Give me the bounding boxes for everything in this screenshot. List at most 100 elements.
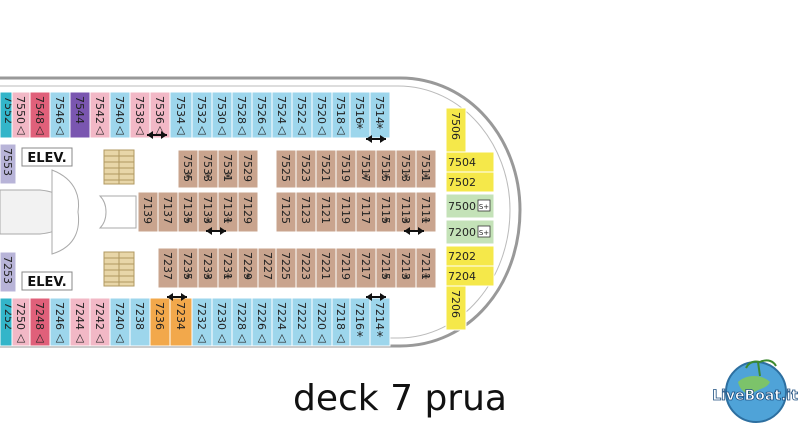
cabin-7536[interactable]: 7536△ [149,91,171,139]
cabin-7528[interactable]: 7528△ [231,91,253,139]
cabin-7115[interactable]: 7115* [375,191,397,233]
cabin-7244[interactable]: 7244△ [69,297,91,347]
cabin-7224[interactable]: 7224△ [271,297,293,347]
cabin-7232[interactable]: 7232△ [191,297,213,347]
cabin-number: 7240 [113,302,126,330]
cabin-7204[interactable]: 7204 [445,265,495,287]
cabin-7228[interactable]: 7228△ [231,297,253,347]
cabin-7137[interactable]: 7137 [157,191,179,233]
cabin-7211[interactable]: 7211* [415,247,437,289]
cabin-7520[interactable]: 7520△ [311,91,333,139]
cabin-7129[interactable]: 7129 [237,191,259,233]
cabin-7526[interactable]: 7526△ [251,91,273,139]
cabin-7540[interactable]: 7540△ [109,91,131,139]
cabin-7222[interactable]: 7222△ [291,297,313,347]
cabin-7111[interactable]: 7111* [415,191,437,233]
cabin-7234[interactable]: 7234 [169,297,193,347]
cabin-7530[interactable]: 7530△ [211,91,233,139]
cabin-7546[interactable]: 7546△ [49,91,71,139]
cabin-7230[interactable]: 7230△ [211,297,233,347]
cabin-7514[interactable]: 7514* [369,91,391,139]
cabin-number: 7531 [221,154,234,182]
cabin-7117[interactable]: 7117 [355,191,377,233]
cabin-7511[interactable]: 7511* [415,149,437,189]
cabin-7529[interactable]: 7529 [237,149,259,189]
cabin-7123[interactable]: 7123 [295,191,317,233]
cabin-7506[interactable]: 7506 [445,107,467,153]
cabin-7229[interactable]: 7229* [237,247,259,289]
triangle-marker: △ [116,331,125,344]
cabin-7250[interactable]: 7250△ [11,297,31,347]
cabin-7517[interactable]: 7517* [355,149,377,189]
cabin-number: 7515 [379,154,392,182]
cabin-7215[interactable]: 7215* [375,247,397,289]
cabin-7513[interactable]: 7513* [395,149,417,189]
cabin-7216[interactable]: 7216* [349,297,371,347]
cabin-7523[interactable]: 7523 [295,149,317,189]
cabin-7242[interactable]: 7242△ [89,297,111,347]
cabin-7518[interactable]: 7518△ [331,91,351,139]
cabin-7516[interactable]: 7516* [349,91,371,139]
cabin-7133[interactable]: 7133* [197,191,219,233]
cabin-7113[interactable]: 7113* [395,191,417,233]
cabin-7213[interactable]: 7213* [395,247,417,289]
cabin-7553[interactable]: 7553 [0,143,17,185]
cabin-7522[interactable]: 7522△ [291,91,313,139]
triangle-marker: △ [278,123,287,136]
cabin-7235[interactable]: 7235* [177,247,199,289]
cabin-7248[interactable]: 7248△ [29,297,51,347]
cabin-7121[interactable]: 7121 [315,191,337,233]
cabin-7119[interactable]: 7119 [335,191,357,233]
cabin-7504[interactable]: 7504 [445,151,495,173]
cabin-7231[interactable]: 7231* [217,247,239,289]
cabin-7236[interactable]: 7236 [149,297,171,347]
cabin-7524[interactable]: 7524△ [271,91,293,139]
cabin-7202[interactable]: 7202 [445,245,495,267]
cabin-7217[interactable]: 7217 [355,247,377,289]
cabin-7531[interactable]: 7531* [217,149,239,189]
cabin-7131[interactable]: 7131* [217,191,239,233]
cabin-7219[interactable]: 7219 [335,247,357,289]
cabin-7534[interactable]: 7534△ [169,91,193,139]
cabin-7246[interactable]: 7246△ [49,297,71,347]
cabin-7223[interactable]: 7223 [295,247,317,289]
accessible-marker: * [185,172,192,187]
cabin-7221[interactable]: 7221 [315,247,337,289]
cabin-7521[interactable]: 7521 [315,149,337,189]
cabin-7240[interactable]: 7240△ [109,297,131,347]
cabin-7538[interactable]: 7538△ [129,91,151,139]
cabin-7237[interactable]: 7237 [157,247,179,289]
connecting-door-arrows [147,131,424,301]
cabin-7253[interactable]: 7253 [0,251,17,293]
cabin-7515[interactable]: 7515* [375,149,397,189]
cabin-7532[interactable]: 7532△ [191,91,213,139]
cabin-7125[interactable]: 7125 [275,191,297,233]
cabin-7533[interactable]: 7533* [197,149,219,189]
cabin-7542[interactable]: 7542△ [89,91,111,139]
cabin-7525[interactable]: 7525 [275,149,297,189]
cabin-7548[interactable]: 7548△ [29,91,51,139]
cabin-7238[interactable]: 7238 [129,297,151,347]
connecting-arrow [404,227,424,235]
cabin-7218[interactable]: 7218△ [331,297,351,347]
cabin-7502[interactable]: 7502 [445,171,495,193]
cabin-7214[interactable]: 7214* [369,297,391,347]
cabin-7550[interactable]: 7550△ [11,91,31,139]
cabin-7233[interactable]: 7233* [197,247,219,289]
cabin-7135[interactable]: 7135* [177,191,199,233]
cabin-7227[interactable]: 7227 [257,247,279,289]
cabin-7206[interactable]: 7206 [445,285,467,331]
cabin-7139[interactable]: 7139 [137,191,159,233]
cabin-7220[interactable]: 7220△ [311,297,333,347]
cabin-7226[interactable]: 7226△ [251,297,273,347]
cabin-7544[interactable]: 7544 [69,91,91,139]
cabin-number: 7523 [299,154,312,182]
cabin-7225[interactable]: 7225 [275,247,297,289]
cabin-number: 7513 [399,154,412,182]
cabin-7519[interactable]: 7519 [335,149,357,189]
cabin-7535[interactable]: 7535* [177,149,199,189]
